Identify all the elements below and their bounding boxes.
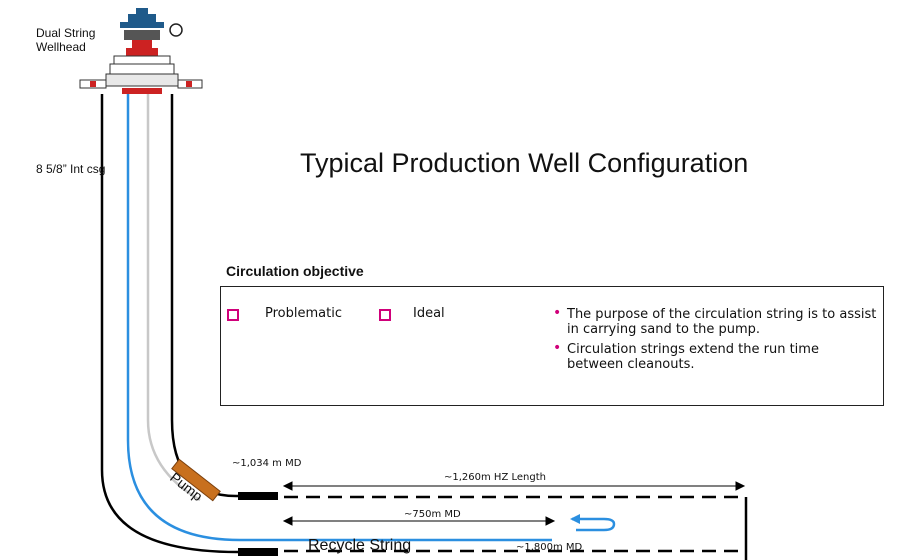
production-string-line (146, 94, 201, 502)
hz-length-label: ~1,260m HZ Length (444, 472, 546, 483)
ideal-label: Ideal (413, 306, 445, 321)
md-1034-label: ~1,034 m MD (232, 458, 302, 469)
bullet-item: • The purpose of the circulation string … (553, 306, 877, 338)
circulation-objective-box: Problematic Ideal • The purpose of the c… (220, 286, 884, 406)
ideal-checkbox-icon (379, 309, 391, 321)
wellhead-label: Dual String Wellhead (36, 26, 96, 54)
circulation-objective-heading: Circulation objective (226, 263, 364, 279)
liner-top-upper (238, 492, 278, 500)
md-750-label: ~750m MD (404, 509, 461, 520)
problematic-label: Problematic (265, 306, 342, 321)
wellhead-icon (79, 8, 203, 94)
dimension-750 (282, 516, 556, 526)
md-1800-label: ~1,800m MD (516, 542, 583, 553)
bullet-dot-icon: • (553, 305, 562, 321)
bullet-text: The purpose of the circulation string is… (567, 307, 877, 337)
recycle-string-label: Recycle String (308, 537, 412, 554)
bullet-text: Circulation strings extend the run time … (567, 342, 819, 372)
casing-outer-wall (100, 94, 240, 554)
problematic-checkbox-icon (227, 309, 239, 321)
pump-icon (171, 458, 221, 502)
return-flow-arrow (572, 517, 616, 532)
recycle-string-line (126, 94, 552, 542)
bullet-item: • Circulation strings extend the run tim… (553, 341, 877, 373)
page-title: Typical Production Well Configuration (300, 148, 749, 178)
liner-top-lower (238, 548, 278, 556)
dimension-hz-length (282, 481, 746, 491)
casing-label: 8 5/8” Int csg (36, 162, 106, 176)
bullet-dot-icon: • (553, 340, 562, 356)
